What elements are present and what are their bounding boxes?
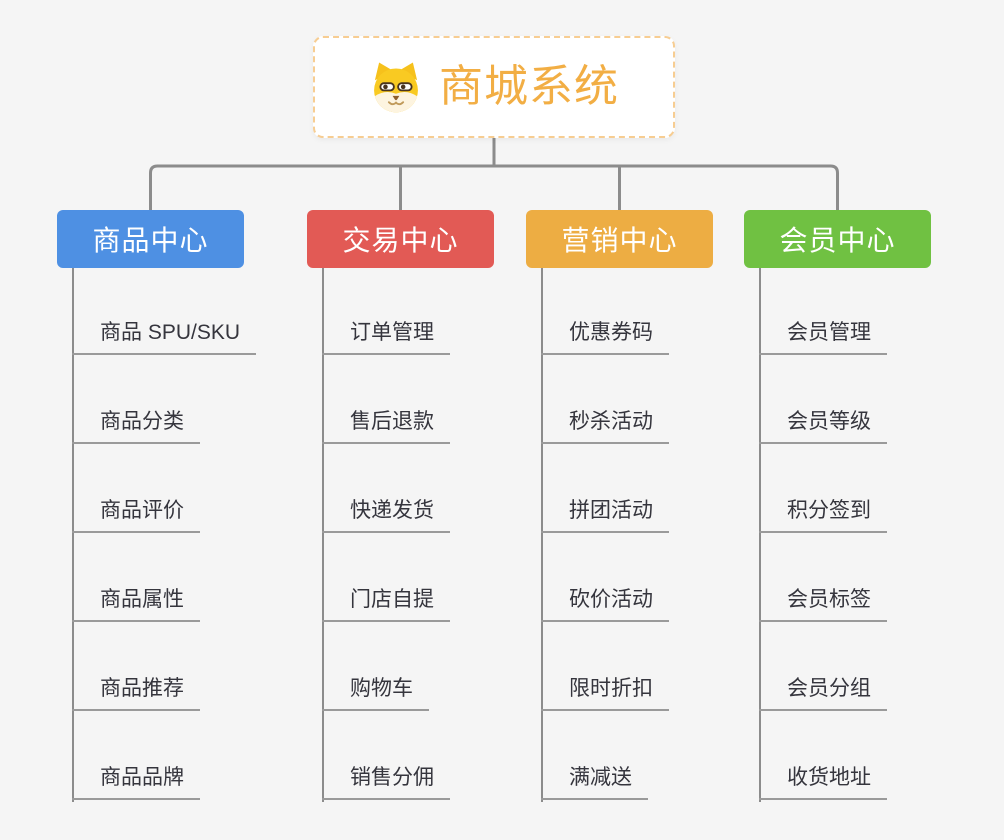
- branch-node[interactable]: 交易中心: [307, 210, 494, 268]
- leaf-row: 购物车: [322, 622, 450, 711]
- leaf-node[interactable]: 满减送: [541, 761, 648, 800]
- leaf-node[interactable]: 商品属性: [72, 583, 200, 622]
- leaf-node[interactable]: 会员管理: [759, 316, 887, 355]
- leaf-row: 快递发货: [322, 444, 450, 533]
- branch-child-connector: [72, 268, 74, 802]
- branch-child-connector: [322, 268, 324, 802]
- leaf-row: 秒杀活动: [541, 355, 669, 444]
- leaf-row: 会员分组: [759, 622, 887, 711]
- branch-items: 商品 SPU/SKU 商品分类商品评价商品属性商品推荐商品品牌: [72, 266, 257, 800]
- leaf-row: 拼团活动: [541, 444, 669, 533]
- leaf-row: 商品 SPU/SKU: [72, 266, 257, 355]
- leaf-row: 商品品牌: [72, 711, 256, 800]
- leaf-row: 砍价活动: [541, 533, 669, 622]
- leaf-node[interactable]: 销售分佣: [322, 761, 450, 800]
- leaf-node[interactable]: 会员分组: [759, 672, 887, 711]
- leaf-node[interactable]: 拼团活动: [541, 494, 669, 533]
- branch-node[interactable]: 营销中心: [526, 210, 713, 268]
- leaf-node[interactable]: 砍价活动: [541, 583, 669, 622]
- leaf-node[interactable]: 商品分类: [72, 405, 200, 444]
- leaf-node[interactable]: 门店自提: [322, 583, 450, 622]
- branch-items: 订单管理售后退款快递发货门店自提购物车销售分佣: [322, 266, 450, 800]
- leaf-row: 商品评价: [72, 444, 256, 533]
- leaf-row: 满减送: [541, 711, 669, 800]
- leaf-row: 售后退款: [322, 355, 450, 444]
- branch-child-connector: [759, 268, 761, 802]
- leaf-row: 会员管理: [759, 266, 887, 355]
- leaf-node[interactable]: 订单管理: [322, 316, 450, 355]
- leaf-row: 会员等级: [759, 355, 887, 444]
- leaf-row: 商品分类: [72, 355, 256, 444]
- leaf-row: 收货地址: [759, 711, 887, 800]
- leaf-node[interactable]: 快递发货: [322, 494, 450, 533]
- branch-node[interactable]: 商品中心: [57, 210, 244, 268]
- leaf-node[interactable]: 优惠券码: [541, 316, 669, 355]
- leaf-row: 限时折扣: [541, 622, 669, 711]
- leaf-row: 销售分佣: [322, 711, 450, 800]
- leaf-node[interactable]: 会员标签: [759, 583, 887, 622]
- leaf-node[interactable]: 购物车: [322, 672, 429, 711]
- leaf-node[interactable]: 会员等级: [759, 405, 887, 444]
- leaf-node[interactable]: 售后退款: [322, 405, 450, 444]
- leaf-row: 商品属性: [72, 533, 256, 622]
- shiba-dog-icon: [369, 60, 423, 114]
- branch-child-connector: [541, 268, 543, 802]
- leaf-row: 订单管理: [322, 266, 450, 355]
- leaf-node[interactable]: 限时折扣: [541, 672, 669, 711]
- leaf-row: 优惠券码: [541, 266, 669, 355]
- leaf-row: 商品推荐: [72, 622, 256, 711]
- root-node[interactable]: 商城系统: [313, 36, 675, 138]
- leaf-node[interactable]: 商品品牌: [72, 761, 200, 800]
- leaf-row: 门店自提: [322, 533, 450, 622]
- leaf-node[interactable]: 收货地址: [759, 761, 887, 800]
- branch-node[interactable]: 会员中心: [744, 210, 931, 268]
- leaf-node[interactable]: 秒杀活动: [541, 405, 669, 444]
- leaf-node[interactable]: 商品 SPU/SKU: [72, 316, 257, 355]
- leaf-node[interactable]: 商品推荐: [72, 672, 200, 711]
- leaf-node[interactable]: 商品评价: [72, 494, 200, 533]
- branch-items: 会员管理会员等级积分签到会员标签会员分组收货地址: [759, 266, 887, 800]
- leaf-row: 积分签到: [759, 444, 887, 533]
- leaf-node[interactable]: 积分签到: [759, 494, 887, 533]
- leaf-row: 会员标签: [759, 533, 887, 622]
- branch-items: 优惠券码秒杀活动拼团活动砍价活动限时折扣满减送: [541, 266, 669, 800]
- root-title: 商城系统: [439, 62, 619, 111]
